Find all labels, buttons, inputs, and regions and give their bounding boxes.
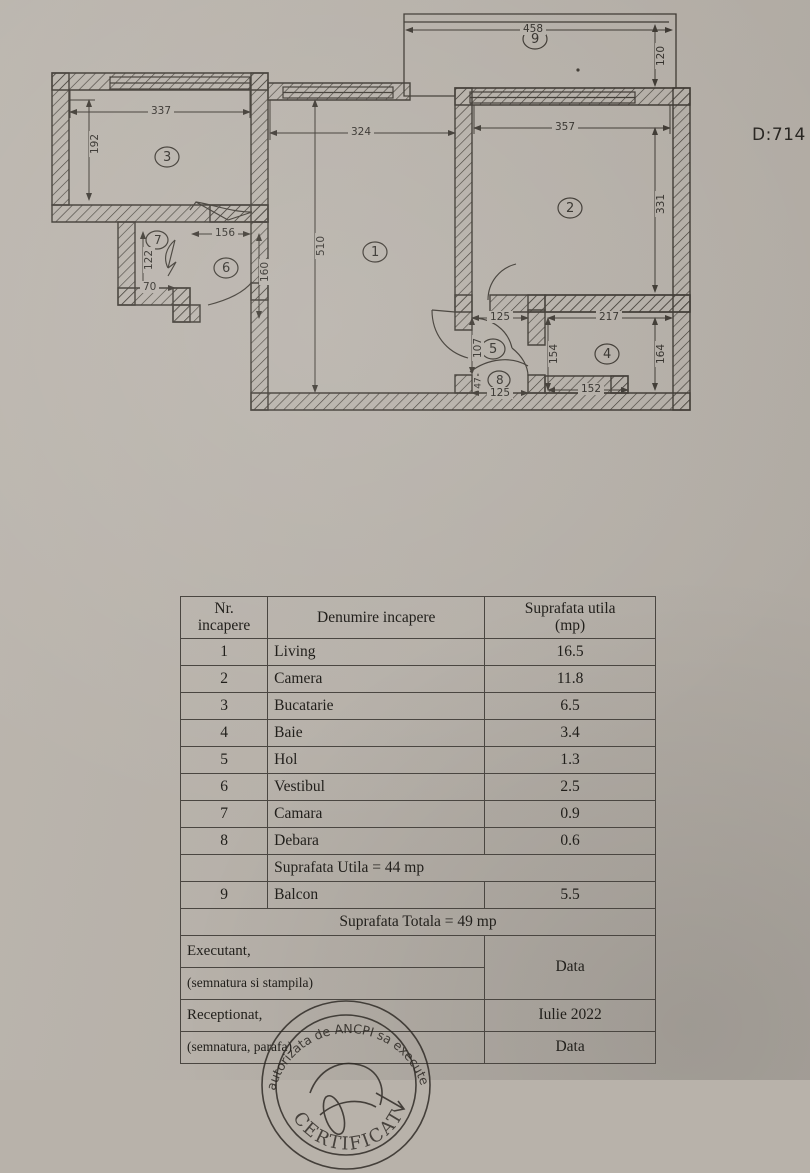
table-row-receptionat-sub: (semnatura, parafa)Data [179, 1030, 656, 1064]
cell-nr [179, 853, 269, 882]
cell-suprafata-utila: Suprafata Utila = 44 mp [267, 853, 656, 882]
room-marker-1: 1 [371, 245, 380, 260]
header-nr-line2: incapere [197, 617, 251, 635]
room-marker-9: 9 [531, 32, 540, 47]
dim-331: 331 [655, 190, 668, 218]
cell-date-value: Iulie 2022 [484, 998, 656, 1032]
table-row-executant: Executant,Data [179, 934, 656, 1000]
cell-nr: 5 [179, 745, 269, 774]
cell-name: Baie [267, 718, 486, 747]
cell-data-label-2: Data [484, 1030, 656, 1064]
room-marker-7: 7 [154, 233, 162, 247]
cell-name: Debara [267, 826, 486, 855]
dim-156: 156 [212, 227, 239, 239]
header-nr-incapere: Nr. incapere [179, 596, 269, 639]
table-header-row: Nr. incapere Denumire incapere Suprafata… [179, 596, 656, 639]
cell-nr: 9 [179, 880, 269, 909]
dim-125-lower: 125 [487, 387, 514, 399]
floor-plan-area: 337 192 324 510 458 120 357 331 156 160 … [0, 0, 810, 440]
cell-nr: 2 [179, 664, 269, 693]
dim-107: 107 [472, 334, 485, 362]
room-schedule-table: Nr. incapere Denumire incapere Suprafata… [179, 596, 656, 1064]
header-denumire-incapere: Denumire incapere [267, 596, 486, 639]
dim-164: 164 [655, 340, 668, 368]
dim-152: 152 [578, 383, 605, 395]
header-area-line2: (mp) [555, 617, 586, 635]
header-area-line1: Suprafata utila [524, 600, 616, 617]
cell-data-label-1: Data [484, 934, 656, 1000]
cell-name: Camera [267, 664, 486, 693]
cell-executant-sub: (semnatura si stampila) [179, 966, 486, 1000]
dim-154: 154 [548, 340, 561, 368]
cell-name: Living [267, 637, 486, 666]
cell-area: 0.6 [484, 826, 656, 855]
plan-dimension-texts: 337 192 324 510 458 120 357 331 156 160 … [0, 0, 810, 440]
header-nr-line1: Nr. [214, 600, 234, 617]
dim-217: 217 [596, 311, 623, 323]
table-row-executant-sub: (semnatura si stampila) [179, 966, 656, 1000]
dim-70: 70 [140, 281, 160, 293]
cell-nr: 4 [179, 718, 269, 747]
stamp-inner-text: CERTIFICAT [288, 1106, 408, 1155]
cell-nr: 8 [179, 826, 269, 855]
dim-122: 122 [143, 246, 156, 274]
dim-458: 458 [520, 23, 547, 35]
floor-plan-drawing [51, 13, 691, 411]
cell-name: Camara [267, 799, 486, 828]
cell-name: Bucatarie [267, 691, 486, 720]
dim-192: 192 [89, 130, 102, 158]
cell-receptionat-sub: (semnatura, parafa) [179, 1030, 486, 1064]
cell-nr: 1 [179, 637, 269, 666]
cell-area: 2.5 [484, 772, 656, 801]
cell-area: 11.8 [484, 664, 656, 693]
dim-510: 510 [315, 232, 328, 260]
table-row-subtotal: Suprafata Utila = 44 mp [179, 853, 656, 882]
dim-125-upper: 125 [487, 311, 514, 323]
cell-name: Vestibul [267, 772, 486, 801]
cell-area: 3.4 [484, 718, 656, 747]
dim-357: 357 [552, 121, 579, 133]
cell-suprafata-totala: Suprafata Totala = 49 mp [180, 907, 656, 936]
dim-324: 324 [348, 126, 375, 138]
room-marker-2: 2 [566, 201, 575, 216]
header-suprafata-utila: Suprafata utila (mp) [484, 596, 656, 639]
cell-area: 6.5 [484, 691, 656, 720]
dim-120: 120 [655, 42, 668, 70]
cell-area: 16.5 [484, 637, 656, 666]
cell-area: 1.3 [484, 745, 656, 774]
room-marker-5: 5 [489, 342, 498, 357]
room-marker-6: 6 [222, 261, 231, 276]
cell-receptionat: Receptionat, [179, 998, 486, 1032]
dim-337: 337 [148, 105, 175, 117]
dim-160: 160 [259, 258, 272, 286]
table-row-total: Suprafata Totala = 49 mp [180, 907, 656, 936]
cell-nr: 6 [179, 772, 269, 801]
cell-nr: 3 [179, 691, 269, 720]
room-marker-8: 8 [496, 373, 504, 387]
room-marker-3: 3 [163, 150, 172, 165]
table-row-receptionat: Receptionat,Iulie 2022 [179, 998, 656, 1032]
dim-47: 47 [473, 375, 484, 391]
cell-area: 0.9 [484, 799, 656, 828]
room-marker-4: 4 [603, 347, 612, 362]
cell-name: Hol [267, 745, 486, 774]
cell-name: Balcon [267, 880, 486, 909]
document-code-label: D:714 [752, 125, 806, 145]
cell-nr: 7 [179, 799, 269, 828]
cell-executant: Executant, [179, 934, 486, 968]
cell-area: 5.5 [484, 880, 656, 909]
